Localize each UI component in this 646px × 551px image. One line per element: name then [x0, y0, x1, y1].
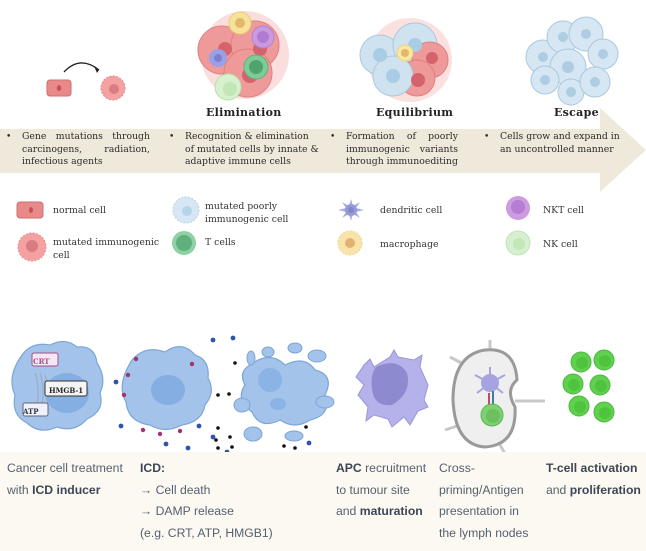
dendritic-cell-icon: [338, 199, 364, 221]
crt-label: CRT: [33, 357, 50, 366]
step-apc-recruitment: APC recruitment to tumour site and matur…: [336, 461, 427, 518]
normal-to-mutated-illustration: [46, 62, 126, 101]
equilibrium-illustration: [359, 18, 452, 102]
step-cross-priming: Cross- priming/Antigen presentation in t…: [439, 461, 529, 540]
escape-illustration: [525, 16, 619, 106]
atp-label: ATP: [23, 407, 39, 416]
step-icd: ICD: → Cell death → DAMP release (e.g. C…: [140, 461, 273, 540]
legend-label-normal-cell: normal cell: [53, 205, 106, 216]
normal-cell-icon: [46, 79, 72, 97]
apc-dendritic-cell-illustration: [355, 348, 429, 428]
step-cancer-cell-treatment: Cancer cell treatment with ICD inducer: [7, 461, 123, 497]
legend-label-nkt: NKT cell: [543, 205, 584, 216]
stage-title-escape: Escape: [554, 106, 599, 119]
nkt-cell-icon: [506, 196, 530, 220]
t-cell-icon: [172, 231, 196, 255]
mutated-immunogenic-cell-icon: [17, 232, 47, 262]
legend-label-dendritic: dendritic cell: [380, 205, 443, 216]
stage-title-elimination: Elimination: [206, 106, 282, 119]
transition-arrow-icon: [63, 62, 100, 73]
legend-label-t-cells: T cells: [205, 237, 236, 248]
mutated-poorly-immunogenic-cell-icon: [172, 196, 200, 224]
t-cell-proliferation-illustration: [562, 349, 615, 423]
legend-label-poorly-immunogenic: mutated poorly immunogenic cell: [205, 201, 289, 225]
icd-cell-death-illustration: [113, 335, 335, 465]
normal-cell-icon: [16, 201, 44, 219]
nk-cell-icon: [505, 230, 531, 256]
legend-icons: [16, 196, 531, 262]
macrophage-icon: [337, 230, 363, 256]
elimination-illustration: [197, 11, 289, 101]
hmgb1-label: HMGB-1: [49, 386, 84, 395]
step-t-cell-activation: T-cell activation and proliferation: [546, 461, 641, 497]
legend-label-macrophage: macrophage: [380, 239, 439, 250]
cancer-cell-treatment-illustration: [11, 340, 104, 431]
stage-title-equilibrium: Equilibrium: [376, 106, 454, 119]
mutated-immunogenic-cell-icon: [100, 75, 126, 101]
bottom-steps-panel: [0, 452, 646, 551]
lymph-node-illustration: [444, 340, 545, 458]
legend-label-nk: NK cell: [543, 239, 578, 250]
legend-label-mutated-immunogenic: mutated immunogenic cell: [53, 237, 160, 261]
